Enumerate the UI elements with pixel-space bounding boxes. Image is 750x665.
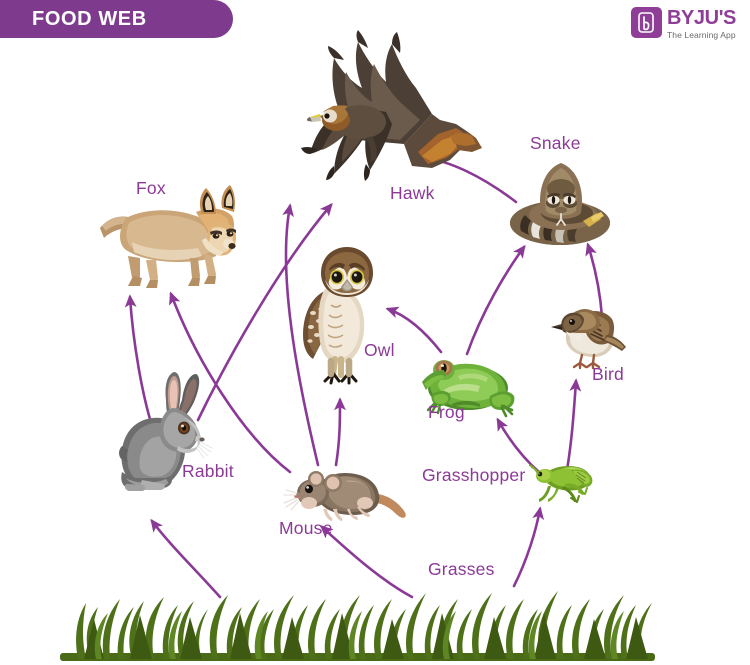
- byjus-logo-text: BYJU'S The Learning App: [667, 7, 736, 40]
- grasshopper-icon: [527, 456, 597, 504]
- label-snake: Snake: [530, 133, 581, 153]
- link-grasses-grasshopper: [512, 506, 545, 588]
- rabbit-icon: [118, 372, 213, 497]
- byjus-logo: BYJU'S The Learning App: [630, 7, 736, 40]
- byjus-logo-mark-icon: [630, 7, 662, 38]
- logo-tagline: The Learning App: [666, 30, 736, 40]
- label-hawk: Hawk: [390, 183, 435, 203]
- mouse-icon: [283, 465, 413, 525]
- link-frog-snake: [465, 244, 526, 356]
- grass-icon: [60, 575, 655, 665]
- link-frog-owl: [385, 306, 443, 354]
- link-mouse-fox: [169, 291, 292, 474]
- label-grasshopper: Grasshopper: [422, 465, 526, 485]
- link-mouse-owl: [334, 397, 346, 467]
- link-grasshopper-bird: [565, 378, 582, 472]
- snake-icon: [505, 155, 615, 250]
- label-mouse: Mouse: [279, 518, 333, 538]
- link-grasses-rabbit: [150, 518, 222, 599]
- label-rabbit: Rabbit: [182, 461, 234, 481]
- owl-icon: [295, 243, 385, 385]
- link-rabbit-fox: [124, 294, 155, 431]
- label-fox: Fox: [136, 178, 166, 198]
- frog-icon: [418, 348, 518, 418]
- label-frog: Frog: [428, 402, 465, 422]
- link-grasses-mouse: [320, 525, 414, 599]
- label-bird: Bird: [592, 364, 624, 384]
- label-grasses: Grasses: [428, 559, 495, 579]
- hawk-icon: [300, 28, 490, 188]
- logo-wordmark: BYJU'S: [666, 7, 736, 29]
- link-bird-snake: [585, 242, 604, 319]
- fox-icon: [98, 182, 238, 292]
- page-title: FOOD WEB: [32, 7, 147, 30]
- label-owl: Owl: [364, 340, 395, 360]
- link-mouse-hawk: [282, 203, 320, 467]
- link-rabbit-hawk: [196, 202, 333, 422]
- title-banner: FOOD WEB: [0, 0, 233, 38]
- bird-icon: [548, 305, 628, 370]
